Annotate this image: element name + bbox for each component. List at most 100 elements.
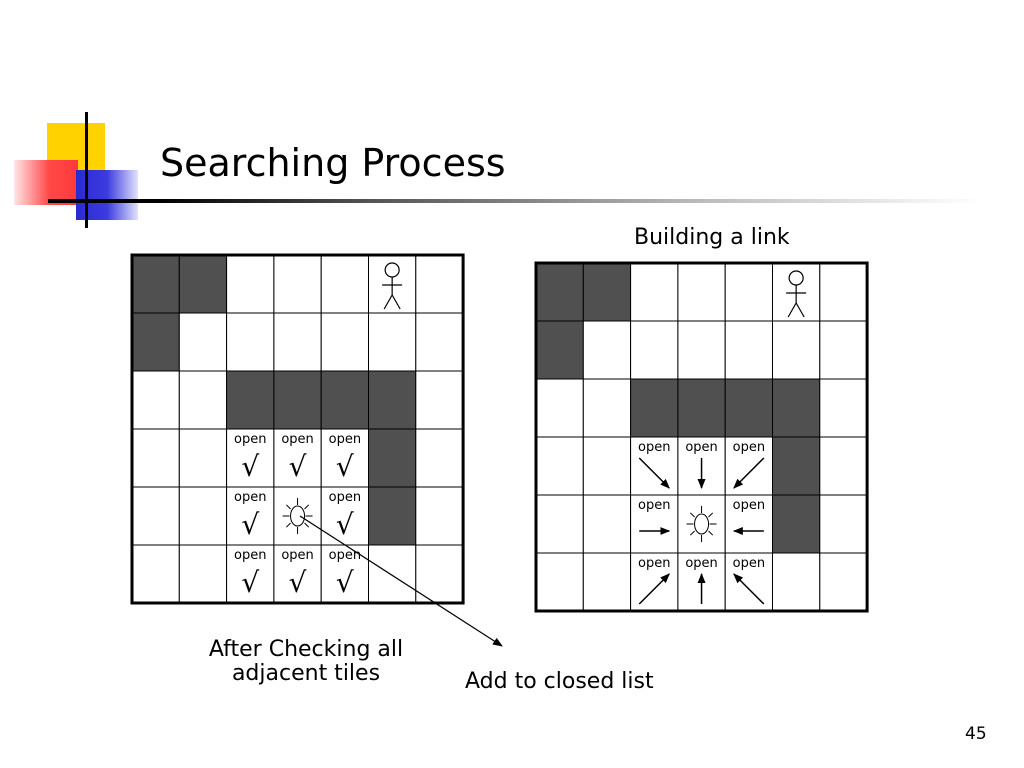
open-label: open [733, 498, 765, 513]
wall-tile [368, 428, 417, 488]
open-label: open [329, 548, 361, 563]
floor-tile [724, 262, 774, 322]
grid-border [130, 253, 465, 605]
open-label: open [733, 440, 765, 455]
floor-tile [415, 254, 464, 314]
wall-tile [320, 370, 370, 430]
open-label: open [638, 440, 670, 455]
floor-tile [178, 544, 228, 604]
open-label: open [281, 548, 313, 563]
open-label: open [329, 490, 361, 505]
grid-border [534, 261, 869, 613]
floor-tile [677, 262, 726, 322]
floor-tile [582, 494, 632, 554]
floor-tile [724, 494, 774, 554]
floor-tile [535, 436, 584, 496]
floor-tile [131, 544, 180, 604]
floor-tile [320, 312, 370, 372]
floor-tile [273, 312, 322, 372]
caption-add-closed-list: Add to closed list [465, 669, 654, 694]
check-mark: √ [289, 566, 307, 599]
floor-tile [772, 320, 821, 380]
floor-tile [630, 436, 679, 496]
person-icon [786, 270, 807, 318]
direction-arrow-sw [733, 457, 765, 489]
floor-tile [368, 544, 417, 604]
direction-arrow-ne [638, 573, 670, 605]
wall-tile [131, 254, 180, 314]
floor-tile [819, 320, 868, 380]
floor-tile [582, 378, 632, 438]
floor-tile [535, 552, 584, 612]
floor-tile [131, 486, 180, 546]
floor-tile [819, 378, 868, 438]
floor-tile [415, 486, 464, 546]
open-label: open [234, 490, 266, 505]
wall-tile [226, 370, 275, 430]
floor-tile [178, 370, 228, 430]
check-mark: √ [241, 508, 259, 541]
open-label: open [733, 556, 765, 571]
slide-title: Searching Process [160, 141, 506, 185]
wall-tile [535, 262, 584, 322]
check-mark: √ [289, 450, 307, 483]
page-number: 45 [965, 724, 987, 744]
check-mark: √ [336, 508, 354, 541]
floor-tile [226, 428, 275, 488]
open-label: open [234, 548, 266, 563]
floor-tile [582, 436, 632, 496]
wall-tile [772, 378, 821, 438]
floor-tile [819, 494, 868, 554]
open-label: open [685, 556, 717, 571]
open-label: open [329, 432, 361, 447]
floor-tile [772, 552, 821, 612]
floor-tile [415, 428, 464, 488]
wall-tile [131, 312, 180, 372]
floor-tile [273, 486, 322, 546]
check-mark: √ [241, 450, 259, 483]
floor-tile [178, 428, 228, 488]
floor-tile [535, 494, 584, 554]
current-tile-icon [282, 498, 313, 534]
pointer-arrow [299, 515, 503, 647]
wall-tile [273, 370, 322, 430]
floor-tile [630, 320, 679, 380]
floor-tile [724, 320, 774, 380]
wall-tile [582, 262, 632, 322]
wall-tile [772, 436, 821, 496]
floor-tile [819, 436, 868, 496]
floor-tile [415, 312, 464, 372]
floor-tile [415, 370, 464, 430]
check-mark: √ [241, 566, 259, 599]
wall-tile [368, 370, 417, 430]
wall-tile [178, 254, 228, 314]
floor-tile [415, 544, 464, 604]
open-label: open [234, 432, 266, 447]
check-mark: √ [336, 566, 354, 599]
open-label: open [685, 440, 717, 455]
floor-tile [320, 428, 370, 488]
wall-tile [630, 378, 679, 438]
wall-tile [677, 378, 726, 438]
floor-tile [819, 262, 868, 322]
floor-tile [178, 312, 228, 372]
wall-tile [535, 320, 584, 380]
open-label: open [638, 498, 670, 513]
wall-tile [724, 378, 774, 438]
floor-tile [630, 494, 679, 554]
floor-tile [226, 254, 275, 314]
floor-tile [226, 312, 275, 372]
current-tile-icon [686, 506, 717, 542]
floor-tile [677, 494, 726, 554]
title-underline [48, 199, 978, 203]
floor-tile [724, 436, 774, 496]
floor-tile [630, 262, 679, 322]
floor-tile [582, 552, 632, 612]
floor-tile [178, 486, 228, 546]
floor-tile [273, 428, 322, 488]
floor-tile [368, 312, 417, 372]
logo-red-bar [14, 160, 78, 205]
floor-tile [273, 254, 322, 314]
direction-arrow-se [638, 457, 670, 489]
